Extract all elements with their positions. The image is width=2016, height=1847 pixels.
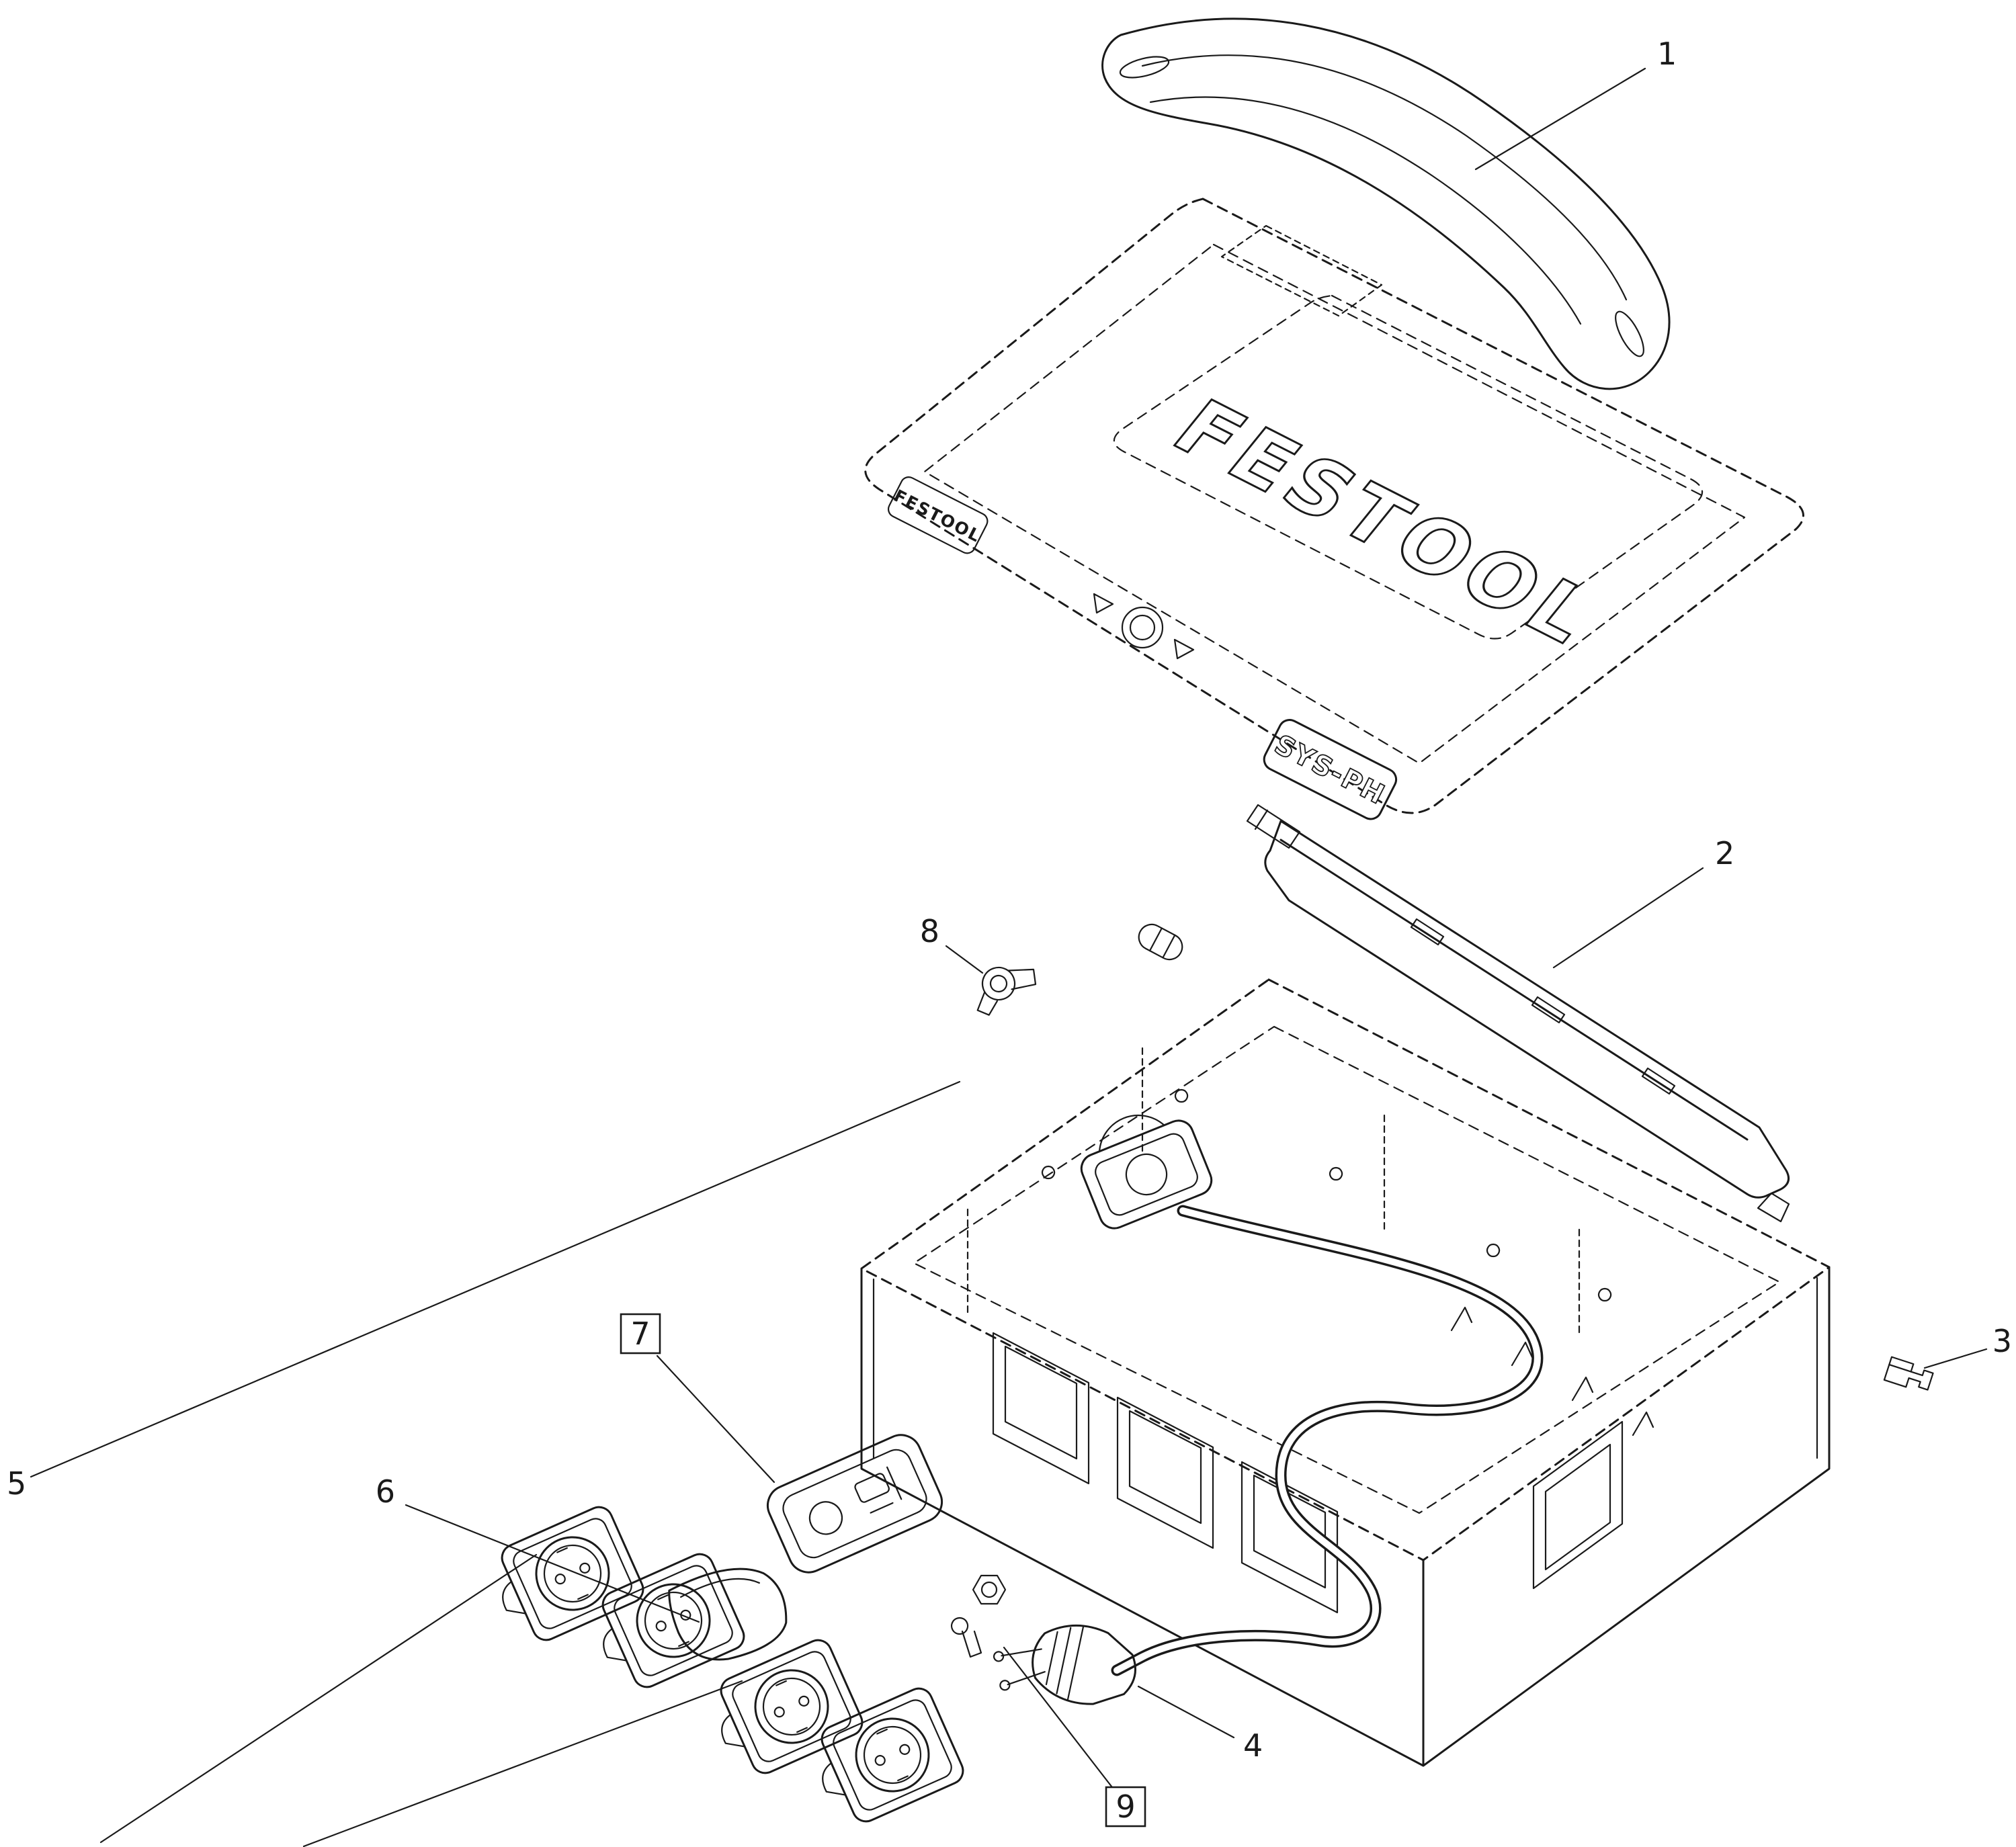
rail-clip-body bbox=[1138, 923, 1183, 961]
callout-6: 6 bbox=[376, 1473, 395, 1510]
socket-outlets bbox=[482, 1502, 968, 1834]
callout-1: 1 bbox=[1657, 36, 1677, 72]
power-cable bbox=[1117, 1211, 1538, 1670]
lid-inner-edge bbox=[923, 243, 1746, 765]
case-hidden-ribs bbox=[966, 1047, 1581, 1338]
leader-lines bbox=[30, 67, 1988, 1847]
callout-5: 5 bbox=[7, 1465, 26, 1502]
inlet-inner bbox=[1095, 1133, 1198, 1216]
model-label-frame bbox=[1263, 719, 1398, 820]
case-front-cutouts bbox=[992, 1332, 1339, 1614]
model-label-plate: SYS-PH bbox=[1263, 719, 1398, 820]
cover-inner-line bbox=[680, 1578, 760, 1598]
lid-recess bbox=[1113, 294, 1704, 640]
rail-body bbox=[1264, 820, 1790, 1199]
case-walls bbox=[860, 1266, 1831, 1767]
side-logo-text: FESTOOL bbox=[890, 486, 984, 546]
inlet-socket-module bbox=[1080, 1114, 1213, 1230]
fitting-bore bbox=[989, 974, 1008, 993]
latch-clip-detail bbox=[1888, 1363, 1912, 1373]
callout-3: 3 bbox=[1992, 1323, 2012, 1359]
side-logo-frame bbox=[887, 476, 989, 554]
plug-pin-tip bbox=[999, 1680, 1011, 1691]
plug-grip-lines bbox=[1045, 1625, 1085, 1701]
fastener-set bbox=[950, 1574, 1007, 1658]
hex-nut-bore bbox=[980, 1581, 998, 1598]
inlet-flap bbox=[1098, 1114, 1165, 1152]
rail-clip bbox=[1138, 923, 1183, 961]
callout-7: 7 bbox=[630, 1316, 650, 1352]
module-plate-inner bbox=[782, 1449, 927, 1559]
cable-outline bbox=[1117, 1211, 1538, 1670]
side-logo-plate: FESTOOL bbox=[887, 476, 989, 554]
rail-right-foot bbox=[1757, 1192, 1790, 1223]
socket-module-panel bbox=[766, 1434, 943, 1574]
callout-8: 8 bbox=[920, 913, 939, 949]
case-rib-marks bbox=[1450, 1306, 1654, 1436]
callout-9: 9 bbox=[1116, 1789, 1135, 1825]
lid-arrow-marks bbox=[1093, 593, 1195, 660]
rail-clip-detail bbox=[1148, 927, 1176, 959]
inlet-socket-hole bbox=[1125, 1153, 1168, 1196]
case-rim-holes bbox=[1041, 1088, 1612, 1302]
latch-clip bbox=[1883, 1356, 1934, 1391]
power-plug bbox=[993, 1624, 1137, 1705]
callouts: 1 2 3 4 5 6 7 8 9 bbox=[7, 36, 2012, 1828]
module-socket-hole bbox=[808, 1501, 843, 1535]
handle-contour-lines bbox=[1141, 54, 1628, 325]
callout-2: 2 bbox=[1715, 835, 1734, 871]
case-wall-inner-lines bbox=[872, 1277, 1818, 1459]
cable-core bbox=[1117, 1211, 1538, 1670]
earth-hook bbox=[950, 1617, 982, 1658]
cover-outline bbox=[668, 1567, 788, 1661]
plug-pins bbox=[1001, 1648, 1046, 1686]
lid-latch-knob bbox=[1121, 606, 1164, 649]
carry-handle bbox=[1101, 17, 1671, 390]
handle-slot-left bbox=[1119, 56, 1170, 79]
systainer-lid: FESTOOL FESTOOL SYS-PH bbox=[864, 198, 1804, 820]
plug-body bbox=[1032, 1624, 1137, 1705]
hinge-rail bbox=[1246, 804, 1790, 1223]
case-right-cutout bbox=[1532, 1420, 1624, 1590]
handle-outline bbox=[1101, 17, 1671, 390]
plug-pin-tip bbox=[993, 1651, 1005, 1662]
handle-slot-right bbox=[1615, 310, 1644, 357]
latch-clip-body bbox=[1883, 1356, 1934, 1391]
module-detail bbox=[870, 1466, 902, 1514]
rail-left-bracket bbox=[1246, 804, 1301, 849]
module-plate bbox=[766, 1434, 943, 1574]
hex-nut bbox=[972, 1574, 1007, 1605]
fitting-flange bbox=[981, 966, 1016, 1001]
callout-4: 4 bbox=[1243, 1727, 1263, 1764]
lid-handle-mount bbox=[1220, 224, 1383, 317]
callout-7-box bbox=[620, 1313, 661, 1355]
case-rim-inner bbox=[913, 1025, 1781, 1514]
strain-relief-fitting bbox=[976, 966, 1037, 1016]
inlet-body bbox=[1080, 1119, 1213, 1230]
case-rim-outer bbox=[860, 978, 1831, 1561]
fitting-stem bbox=[976, 968, 1037, 1016]
lid-latch-knob-inner bbox=[1129, 614, 1156, 641]
module-switch bbox=[854, 1473, 890, 1503]
rail-slots bbox=[1410, 918, 1676, 1095]
blanking-cover bbox=[668, 1567, 788, 1661]
festool-logo: FESTOOL bbox=[1156, 384, 1618, 662]
callout-9-box bbox=[1105, 1786, 1146, 1828]
case-body bbox=[860, 978, 1831, 1767]
